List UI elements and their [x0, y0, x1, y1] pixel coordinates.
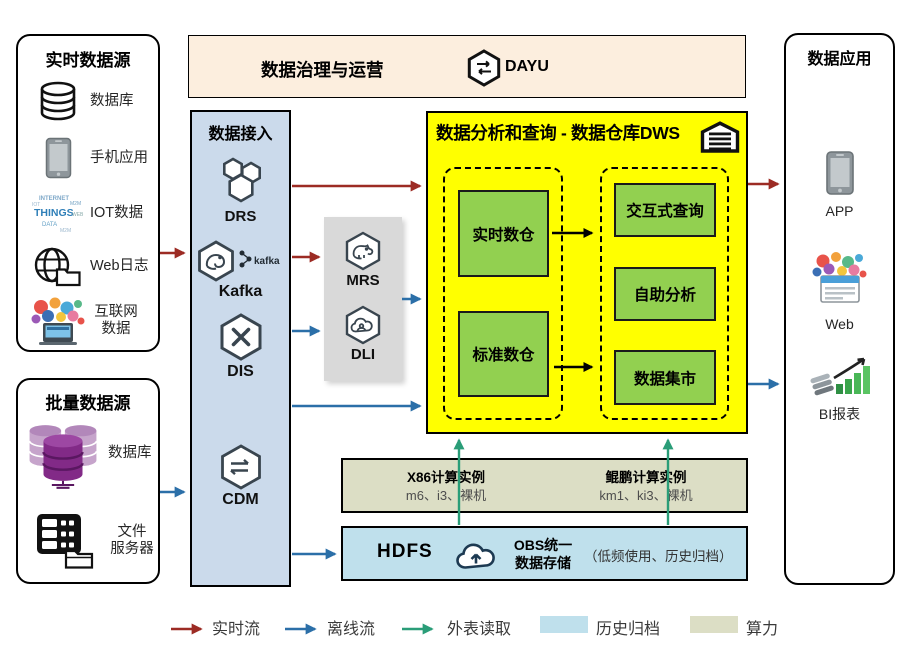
web-browser-icon	[786, 251, 893, 311]
list-item: 互联网 数据	[26, 292, 152, 350]
list-item: 数据库	[26, 76, 152, 126]
module-data-mart: 数据集市	[614, 350, 716, 405]
app-phone-icon	[786, 150, 893, 196]
legend-label-compute-power: 算力	[746, 621, 779, 638]
list-item: Web日志	[26, 242, 152, 290]
dis-hexagon-icon	[192, 312, 289, 362]
compute-group-subtitle: m6、i3、裸机	[405, 488, 487, 503]
svg-text:IOT: IOT	[32, 202, 40, 208]
item-label: APP	[825, 203, 854, 219]
service-dli: DLI	[324, 305, 402, 363]
svg-text:M2M: M2M	[70, 201, 81, 207]
service-label: DLI	[350, 346, 376, 363]
item-label: 数据库	[90, 92, 134, 109]
svg-text:kafka: kafka	[254, 256, 280, 267]
middleware-box: MRS DLI	[324, 217, 402, 381]
dli-hexagon-icon	[324, 305, 402, 345]
service-mrs: MRS	[324, 231, 402, 289]
svg-text:INTERNET: INTERNET	[39, 196, 69, 202]
list-item: Web	[786, 251, 893, 332]
compute-group-subtitle: km1、ki3、裸机	[599, 488, 693, 503]
globe-folder-icon	[26, 245, 90, 287]
file-server-icon	[24, 512, 102, 570]
svg-text:DATA: DATA	[42, 222, 57, 228]
service-kafka: kafka Kafka	[192, 240, 289, 301]
item-label: 互联网 数据	[94, 304, 138, 337]
module-standard-dw: 标准数仓	[458, 311, 549, 397]
service-label: CDM	[222, 491, 259, 508]
kunpeng-compute-group: 鲲鹏计算实例 km1、ki3、裸机	[561, 469, 731, 504]
batch-sources-box: 批量数据源	[16, 378, 160, 584]
service-label: DRS	[224, 208, 257, 225]
iot-wordcloud-icon: INTERNET IOT M2M THINGS WEB DATA M2M	[26, 190, 90, 236]
list-item: 文件 服务器	[24, 508, 156, 574]
list-item: BI报表	[786, 352, 893, 424]
item-label: 数据库	[108, 444, 152, 461]
compute-group-title: 鲲鹏计算实例	[605, 470, 687, 485]
item-label: BI报表	[818, 406, 861, 422]
storage-note: （低频使用、历史归档）	[584, 549, 733, 564]
legend-swatch-history-archive	[540, 616, 588, 633]
batch-sources-title: 批量数据源	[45, 394, 131, 413]
database-icon	[26, 79, 90, 123]
service-label: MRS	[346, 272, 380, 289]
service-dis: DIS	[192, 312, 289, 381]
bi-report-icon	[786, 352, 893, 398]
obs-storage-label: OBS统一 数据存储	[513, 537, 573, 571]
obs-cloud-upload-icon	[455, 539, 497, 571]
dayu-product-name: DAYU	[505, 58, 549, 75]
drs-hexagon-icon	[192, 155, 289, 207]
legend-label-offline-flow: 离线流	[327, 621, 376, 638]
item-label: Web	[825, 316, 854, 332]
realtime-sources-title: 实时数据源	[45, 51, 131, 70]
item-label: IOT数据	[90, 204, 144, 221]
module-self-service-analysis: 自助分析	[614, 267, 716, 321]
item-label: Web日志	[90, 257, 149, 274]
compute-group-title: X86计算实例	[406, 470, 486, 485]
compute-instances-box: X86计算实例 m6、i3、裸机 鲲鹏计算实例 km1、ki3、裸机	[341, 458, 748, 513]
data-access-title: 数据接入	[208, 126, 273, 143]
warehouse-icon	[700, 121, 740, 153]
service-label: DIS	[227, 363, 254, 380]
legend-label-realtime-flow: 实时流	[212, 621, 261, 638]
legend-label-external-read: 外表读取	[447, 621, 512, 638]
list-item: APP	[786, 150, 893, 219]
list-item: 数据库	[24, 412, 156, 494]
legend-swatch-compute-power	[690, 616, 738, 633]
internet-wordcloud-icon	[26, 295, 90, 347]
data-applications-title: 数据应用	[807, 51, 872, 68]
module-interactive-query: 交互式查询	[614, 183, 716, 237]
dws-right-group: 交互式查询 自助分析 数据集市	[600, 167, 729, 420]
dws-title: 数据分析和查询 - 数据仓库DWS	[436, 123, 680, 143]
svg-text:M2M: M2M	[60, 228, 71, 234]
list-item: INTERNET IOT M2M THINGS WEB DATA M2M IOT…	[26, 188, 152, 238]
mrs-hexagon-icon	[324, 231, 402, 271]
mobile-phone-icon	[26, 137, 90, 179]
hdfs-label: HDFS	[377, 541, 433, 562]
service-label: Kafka	[218, 283, 263, 300]
dws-analysis-box: 数据分析和查询 - 数据仓库DWS 实时数仓 标准数仓 交互式查询 自助分析 数…	[426, 111, 748, 434]
item-label: 手机应用	[90, 149, 148, 166]
svg-text:WEB: WEB	[72, 212, 84, 218]
realtime-sources-box: 实时数据源 数据库	[16, 34, 160, 352]
service-cdm: CDM	[192, 444, 289, 509]
module-realtime-dw: 实时数仓	[458, 190, 549, 277]
svg-text:THINGS: THINGS	[34, 207, 74, 219]
x86-compute-group: X86计算实例 m6、i3、裸机	[361, 469, 531, 504]
data-applications-box: 数据应用 APP	[784, 33, 895, 585]
hdfs-obs-storage-box: HDFS OBS统一 数据存储 （低频使用、历史归档）	[341, 526, 748, 581]
dayu-hexagon-icon	[465, 49, 503, 87]
dws-left-group: 实时数仓 标准数仓	[443, 167, 563, 420]
kafka-hexagon-icon: kafka	[192, 240, 289, 282]
service-drs: DRS	[192, 155, 289, 225]
legend-label-history-archive: 历史归档	[596, 621, 661, 638]
data-access-column: 数据接入 DRS	[190, 110, 291, 587]
governance-title: 数据治理与运营	[261, 60, 384, 80]
cdm-hexagon-icon	[192, 444, 289, 490]
governance-bar: 数据治理与运营 DAYU	[188, 35, 746, 98]
list-item: 手机应用	[26, 133, 152, 183]
item-label: 文件 服务器	[110, 524, 154, 557]
database-stack-icon	[24, 415, 102, 491]
